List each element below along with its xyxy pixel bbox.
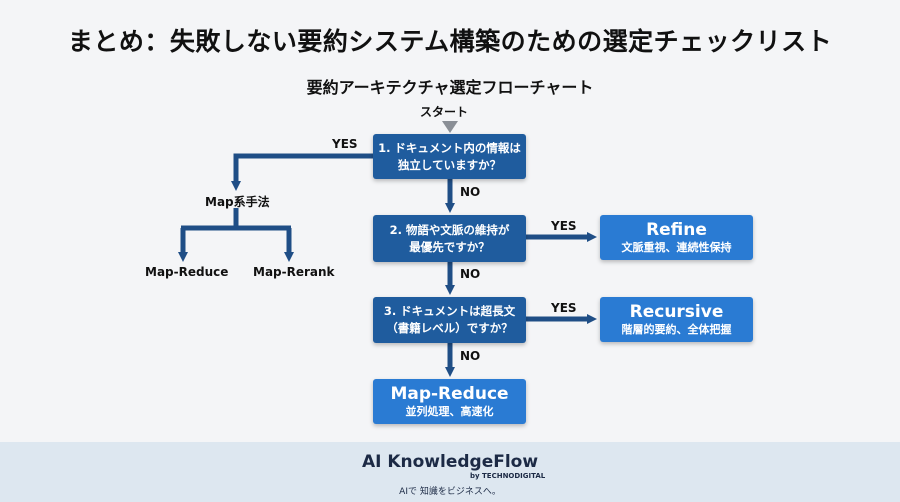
- question-3-line-2: （書籍レベル）ですか？: [386, 321, 513, 335]
- result-recursive-box: Recursive 階層的要約、全体把握: [600, 297, 753, 342]
- map-reduce-description: 並列処理、高速化: [405, 405, 494, 418]
- flowchart-title: 要約アーキテクチャ選定フローチャート: [306, 78, 594, 97]
- q2-no-label: NO: [460, 267, 481, 281]
- question-box-2: 2. 物語や文脈の維持が 最優先ですか？: [373, 215, 526, 262]
- brand-byline: by TECHNODIGITAL: [470, 472, 546, 480]
- recursive-description: 階層的要約、全体把握: [621, 323, 732, 336]
- start-marker: [442, 121, 458, 133]
- question-2-line-2: 最優先ですか？: [409, 239, 490, 254]
- footer-band: [0, 442, 900, 502]
- refine-description: 文脈重視、連続性保持: [621, 241, 732, 254]
- map-reduce-title: Map-Reduce: [390, 384, 509, 404]
- question-1-line-1: 1. ドキュメント内の情報は: [378, 140, 521, 155]
- start-label: スタート: [420, 105, 469, 119]
- flowchart-connectors: [178, 121, 597, 377]
- q1-yes-label: YES: [332, 137, 358, 151]
- q1-no-label: NO: [460, 185, 481, 199]
- recursive-title: Recursive: [629, 302, 724, 322]
- refine-title: Refine: [646, 220, 707, 240]
- question-3-line-1: 3. ドキュメントは超長文: [383, 304, 516, 318]
- question-1-line-2: 独立していますか？: [397, 157, 502, 172]
- q2-yes-label: YES: [551, 219, 577, 233]
- arrow-q1-yes: [231, 153, 373, 191]
- brand-tagline: AIで 知識をビジネスへ。: [399, 487, 501, 497]
- brand-logo-text: AI KnowledgeFlow: [361, 452, 539, 472]
- result-map-reduce-box: Map-Reduce 並列処理、高速化: [373, 379, 526, 424]
- q3-yes-label: YES: [551, 301, 577, 315]
- map-family-label: Map系手法: [205, 195, 270, 209]
- question-box-3: 3. ドキュメントは超長文 （書籍レベル）ですか？: [373, 297, 526, 343]
- result-refine-box: Refine 文脈重視、連続性保持: [600, 215, 753, 260]
- page-title: まとめ：失敗しない要約システム構築のための選定チェックリスト: [67, 27, 833, 56]
- question-2-line-1: 2. 物語や文脈の維持が: [389, 222, 510, 237]
- map-reduce-leaf-label: Map-Reduce: [145, 265, 229, 279]
- question-box-1: 1. ドキュメント内の情報は 独立していますか？: [373, 134, 526, 179]
- q3-no-label: NO: [460, 349, 481, 363]
- map-rerank-leaf-label: Map-Rerank: [253, 265, 335, 279]
